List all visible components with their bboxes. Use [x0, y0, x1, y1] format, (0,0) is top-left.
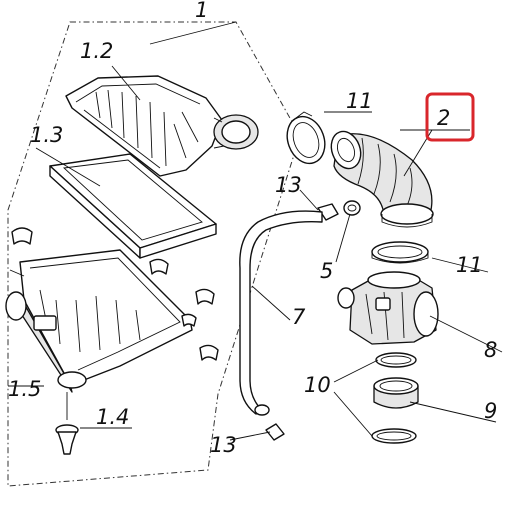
part-1-2-airbox-lid[interactable] [65, 75, 259, 177]
label-9: 9 [484, 399, 497, 423]
part-13-clip-top[interactable] [317, 203, 339, 221]
label-1-5: 1.5 [8, 377, 41, 401]
label-1-4: 1.4 [96, 405, 129, 429]
part-13-clip-bottom[interactable] [265, 423, 285, 441]
highlight-part-2[interactable]: 2 [425, 92, 475, 142]
part-8-carburetor[interactable] [337, 271, 439, 345]
label-13-bottom: 13 [210, 433, 237, 457]
label-5: 5 [320, 259, 333, 283]
part-1-3-air-filter[interactable] [49, 153, 217, 259]
label-2: 2 [437, 106, 450, 130]
label-11-bottom: 11 [456, 253, 483, 277]
part-10-clamp-upper[interactable] [375, 352, 417, 368]
part-5-fitting[interactable] [343, 200, 361, 216]
leader-lines [8, 21, 503, 441]
label-1-2: 1.2 [80, 39, 113, 63]
label-1-3: 1.3 [30, 123, 63, 147]
label-8: 8 [484, 338, 497, 362]
housing-clips [11, 227, 219, 361]
part-9-carb-sleeve[interactable] [373, 377, 419, 409]
part-labels: 1 1.2 1.3 1.4 1.5 11 13 5 11 7 8 10 9 13 [8, 0, 497, 457]
highlight-box [425, 92, 475, 142]
label-1: 1 [195, 0, 208, 22]
part-7-breather-hose[interactable] [239, 210, 323, 416]
label-11-top: 11 [346, 89, 373, 113]
label-13-top: 13 [275, 173, 302, 197]
part-1-4-drain-valve[interactable] [55, 392, 79, 455]
label-7: 7 [292, 305, 306, 329]
part-11-clamp-bottom[interactable] [371, 241, 429, 264]
part-1-5-airbox-housing[interactable] [5, 249, 193, 393]
part-10-clamp-lower[interactable] [371, 428, 417, 444]
part-11-clamp-top[interactable] [281, 111, 331, 168]
part-2-intake-boot[interactable] [326, 127, 434, 228]
label-10: 10 [304, 373, 331, 397]
